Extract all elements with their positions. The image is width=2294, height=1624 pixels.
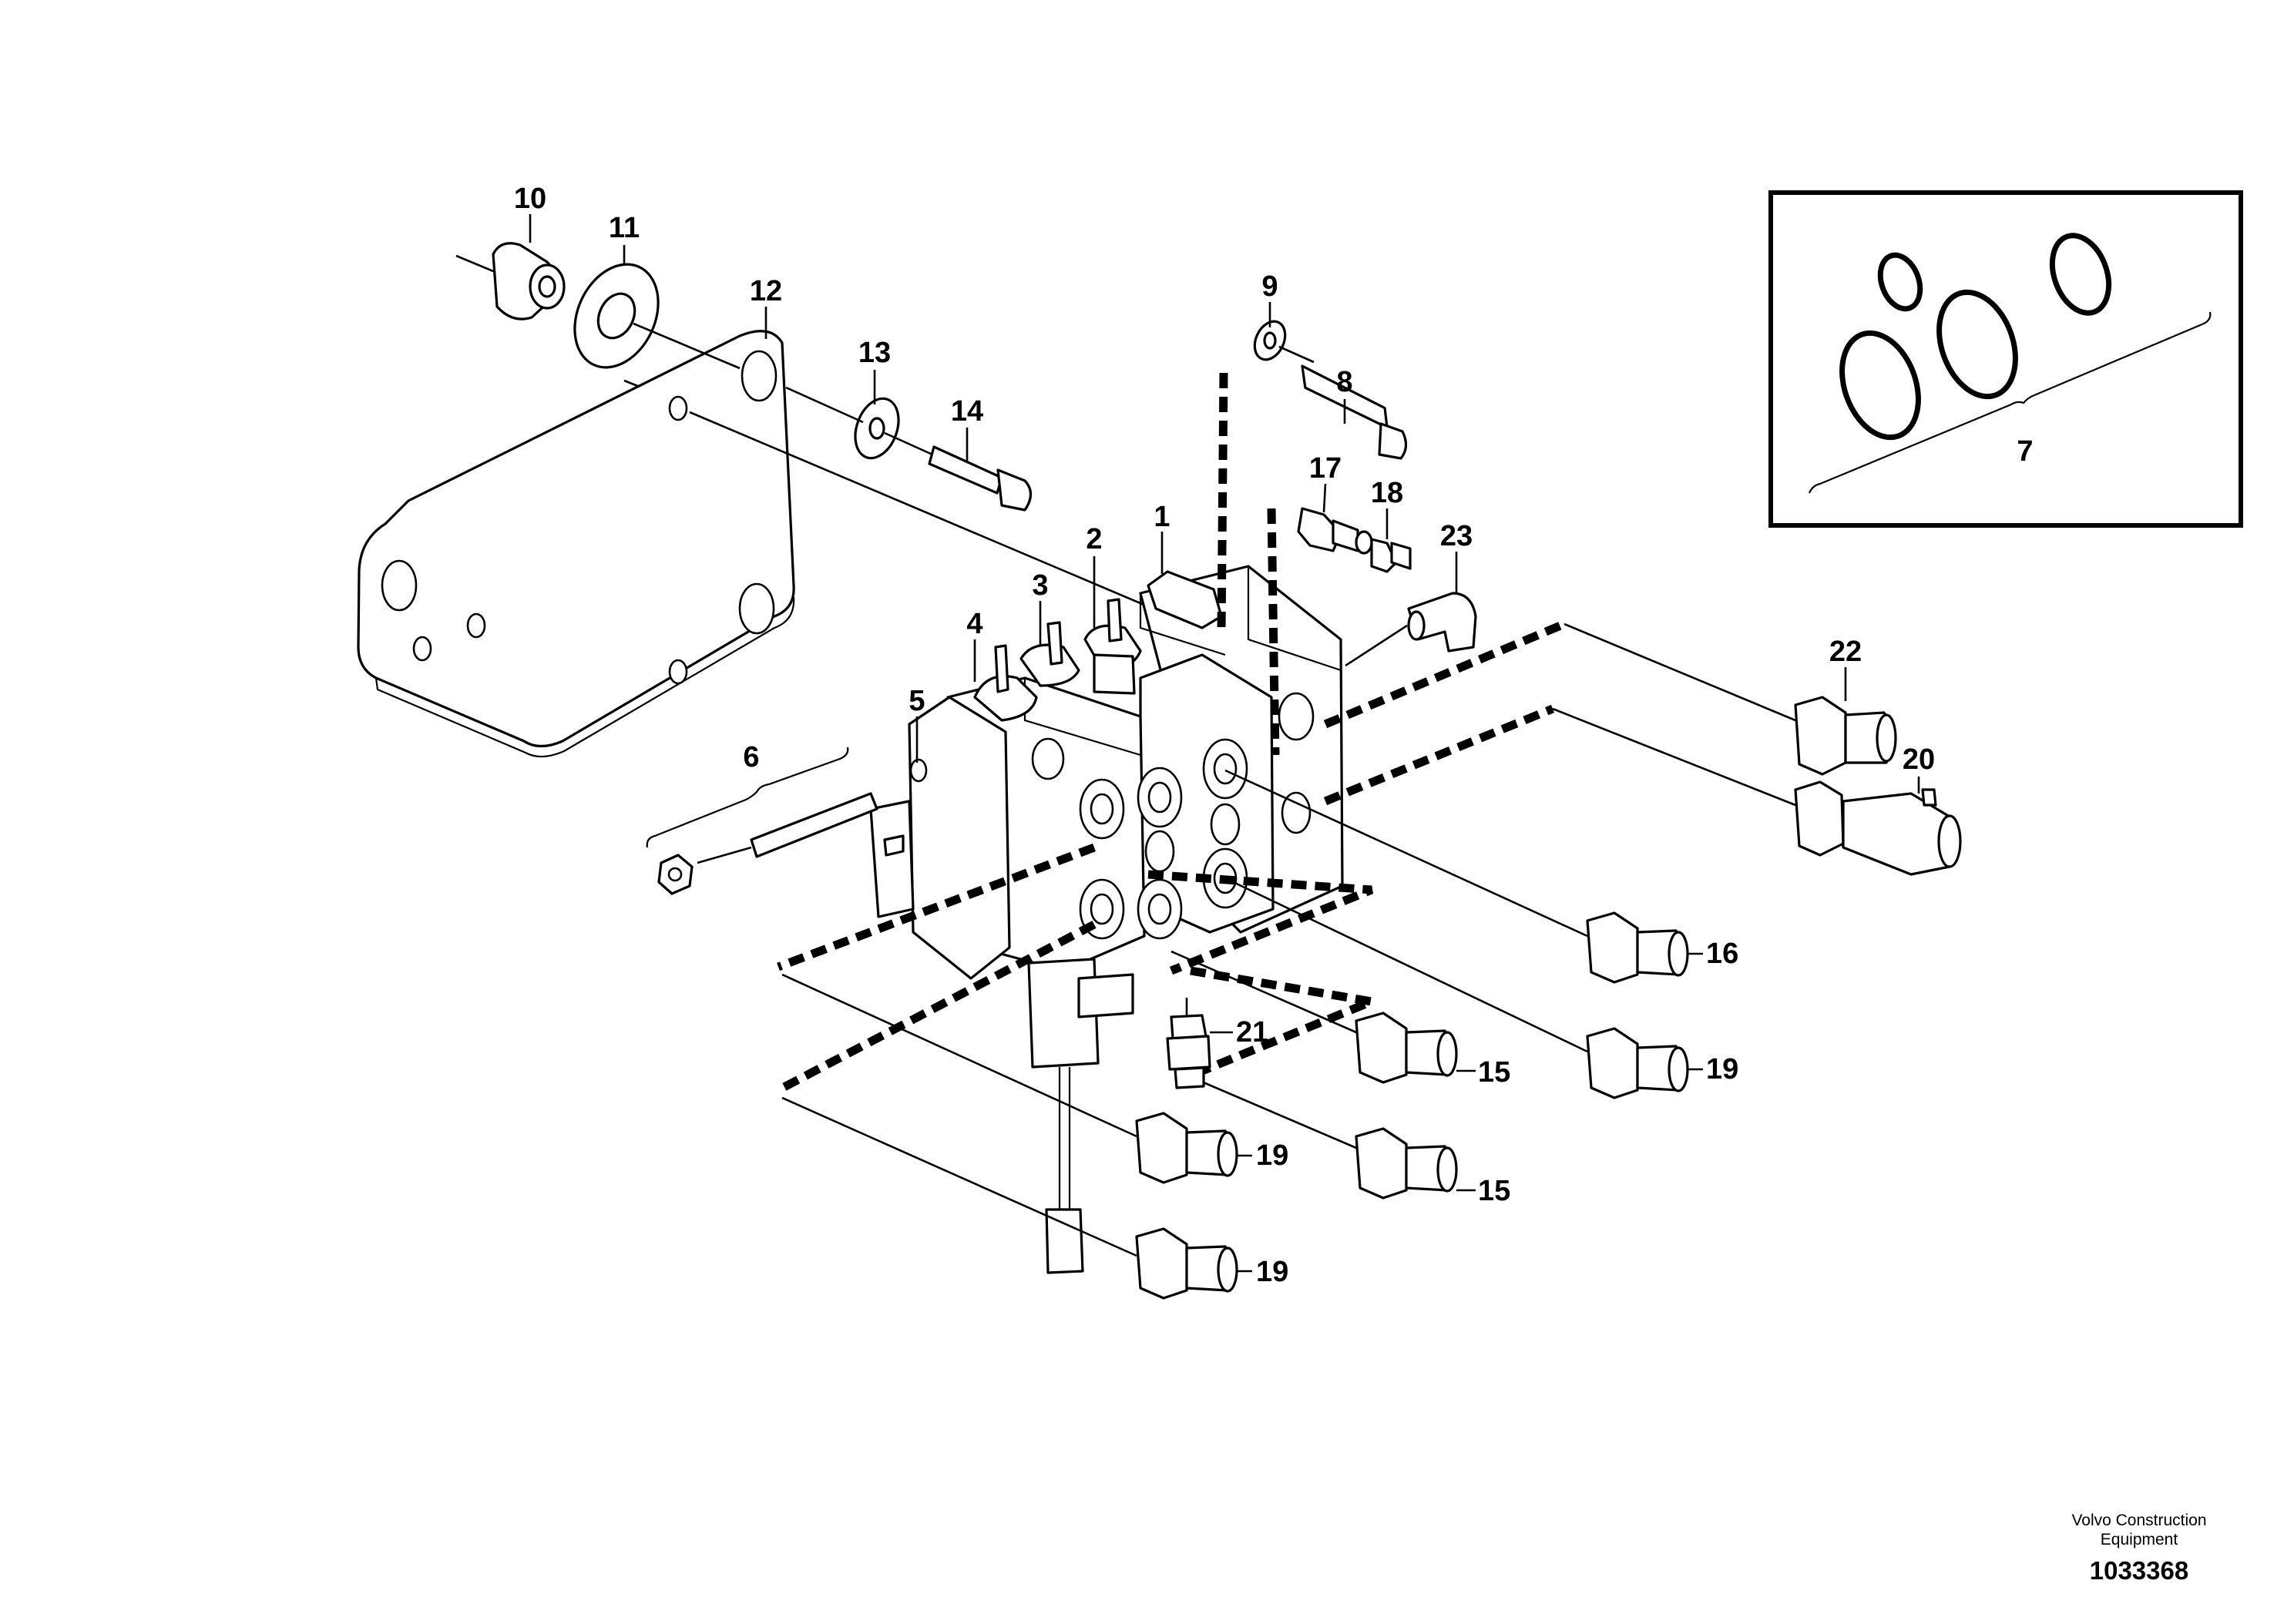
plate-hole-5 xyxy=(412,636,432,662)
washer-11 xyxy=(573,263,660,369)
callout-12: 12 xyxy=(750,275,782,307)
callout-18: 18 xyxy=(1371,477,1403,509)
callout-19-lower: 19 xyxy=(1256,1256,1288,1288)
company-name-line1: Volvo Construction xyxy=(2071,1512,2206,1529)
callout-labels: 1 2 3 4 5 6 8 9 10 11 12 13 14 15 15 16 … xyxy=(514,183,1935,1288)
callout-16: 16 xyxy=(1706,938,1738,970)
callout-17: 17 xyxy=(1309,452,1342,485)
callout-4: 4 xyxy=(966,608,982,640)
fitting-20 xyxy=(1794,780,1962,876)
callout-15-upper: 15 xyxy=(1478,1056,1510,1089)
elbow-23 xyxy=(1345,592,1477,667)
connector-dashes xyxy=(776,372,1567,1094)
company-name-line2: Equipment xyxy=(2101,1531,2178,1549)
plug-18 xyxy=(1370,538,1412,573)
plate-hole-6 xyxy=(466,612,486,639)
fitting-19-lower xyxy=(1135,1227,1238,1300)
washer-9 xyxy=(1253,320,1287,361)
fitting-17 xyxy=(1297,507,1373,555)
callout-14: 14 xyxy=(951,395,983,428)
callout-20: 20 xyxy=(1903,743,1935,776)
fitting-19-right xyxy=(1586,1027,1689,1099)
plate-body xyxy=(357,330,795,748)
seal-kit-inset: 7 xyxy=(1768,190,2243,528)
callout-5: 5 xyxy=(909,685,925,717)
plate-hole-7 xyxy=(668,659,688,685)
leader-lines xyxy=(529,214,1920,1273)
plate-edge xyxy=(374,596,795,758)
mounting-plate xyxy=(357,330,795,758)
callout-1: 1 xyxy=(1154,501,1170,533)
control-valve-block xyxy=(869,565,1344,1274)
callout-10: 10 xyxy=(514,183,546,215)
plate-hole-1 xyxy=(381,559,418,612)
fitting-21 xyxy=(1166,1014,1211,1089)
leader-plate-11 xyxy=(633,322,741,370)
bolt-14 xyxy=(884,431,1033,512)
drawing-number: 1033368 xyxy=(2090,1556,2188,1585)
fitting-15-upper xyxy=(1355,1012,1458,1084)
plate-hole-4 xyxy=(668,395,688,421)
washer-13 xyxy=(854,397,900,460)
footer-block: Volvo Construction Equipment 1033368 xyxy=(2071,1512,2206,1585)
stud-and-nut-6 xyxy=(646,747,878,895)
fitting-19-middle xyxy=(1135,1112,1238,1184)
callout-9: 9 xyxy=(1261,270,1278,303)
fitting-15-lower xyxy=(1355,1127,1458,1200)
o-ring-large-left xyxy=(1839,330,1921,441)
fitting-16 xyxy=(1586,911,1689,984)
seal-kit-bracket xyxy=(1808,311,2212,494)
bushing-10 xyxy=(455,242,566,320)
plate-hole-3 xyxy=(738,582,775,635)
callout-22: 22 xyxy=(1829,636,1862,668)
callout-11: 11 xyxy=(609,212,640,244)
callout-23: 23 xyxy=(1440,520,1473,552)
callout-19-right: 19 xyxy=(1706,1053,1738,1085)
fitting-22 xyxy=(1794,696,1897,776)
callout-6: 6 xyxy=(743,741,759,773)
alignment-line xyxy=(689,411,1172,618)
callout-7: 7 xyxy=(2017,435,2033,468)
callout-3: 3 xyxy=(1032,569,1048,602)
callout-15-lower: 15 xyxy=(1478,1175,1510,1207)
callout-2: 2 xyxy=(1086,523,1102,555)
plate-hole-2 xyxy=(741,350,778,402)
callout-8: 8 xyxy=(1336,366,1352,398)
connection-lines xyxy=(781,622,1796,1257)
o-ring-medium xyxy=(2049,233,2112,316)
callout-21: 21 xyxy=(1236,1016,1268,1049)
o-ring-small xyxy=(1877,252,1923,312)
callout-19-middle: 19 xyxy=(1256,1139,1288,1172)
o-ring-large-middle xyxy=(1936,289,2018,400)
inset-frame xyxy=(1768,190,2243,528)
bolt-8 xyxy=(1278,345,1408,460)
callout-13: 13 xyxy=(858,337,891,369)
